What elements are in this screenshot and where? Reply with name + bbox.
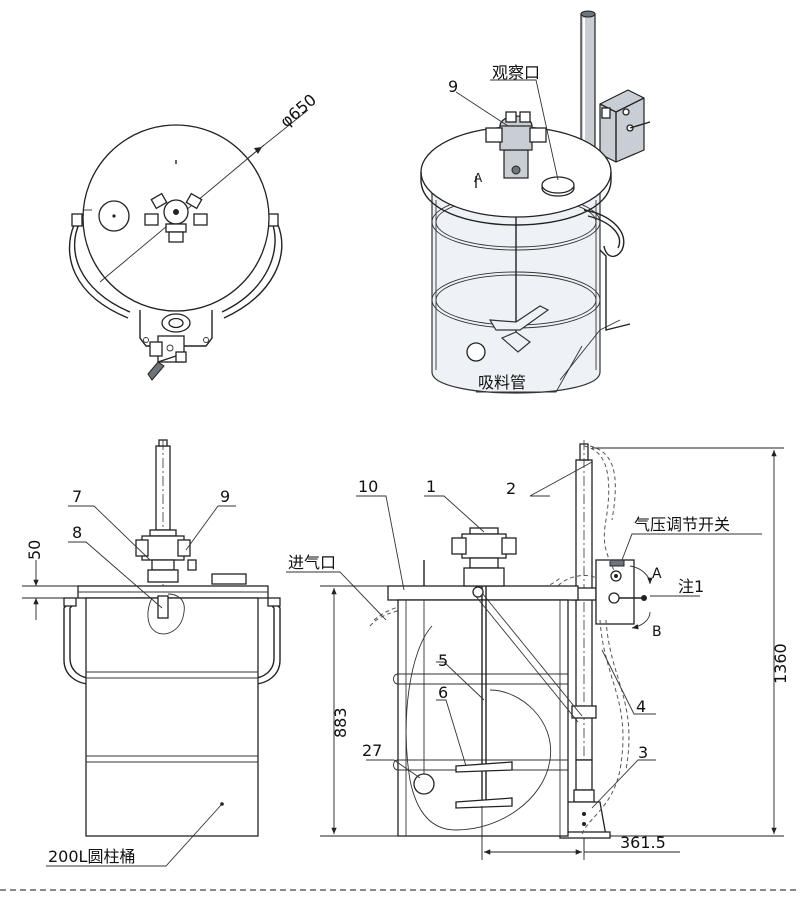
dim-883-label: 883 xyxy=(331,707,350,738)
label-8: 8 xyxy=(72,523,82,542)
side-drum xyxy=(85,597,259,837)
iso-impeller xyxy=(488,305,550,331)
label-4: 4 xyxy=(636,697,646,716)
air-hose xyxy=(583,445,615,573)
label-suction-pipe: 吸料管 xyxy=(478,373,526,392)
dim-50-label: 50 xyxy=(25,540,44,560)
mark-b: B xyxy=(652,624,662,640)
front-motor xyxy=(451,527,517,587)
label-2: 2 xyxy=(506,479,516,498)
upper-impeller xyxy=(455,761,513,773)
iso-control-box xyxy=(599,89,651,163)
label-27: 27 xyxy=(362,741,382,760)
side-motor xyxy=(135,529,197,583)
front-base xyxy=(559,759,611,839)
top-view-column xyxy=(147,313,191,381)
label-10: 10 xyxy=(358,477,378,496)
label-air-inlet: 进气口 xyxy=(288,553,336,572)
label-pressure-switch: 气压调节开关 xyxy=(634,515,730,534)
label-drum: 200L圆柱桶 xyxy=(48,847,135,866)
top-view: φ650 xyxy=(68,90,320,381)
lower-impeller xyxy=(455,797,513,809)
label-3: 3 xyxy=(638,743,648,762)
left-handle-arc xyxy=(73,221,131,313)
label-note-1: 注1 xyxy=(678,577,704,596)
label-5: 5 xyxy=(438,651,448,670)
dim-361-5-label: 361.5 xyxy=(620,833,666,852)
mark-a: A xyxy=(652,566,662,582)
right-handle-arc xyxy=(221,221,276,313)
label-observation-port: 观察口 xyxy=(492,63,540,82)
front-control-box xyxy=(595,559,647,625)
label-6: 6 xyxy=(438,683,448,702)
iso-handle xyxy=(583,209,625,257)
label-9-top: 9 xyxy=(448,77,458,96)
dim-1360-label: 1360 xyxy=(771,643,790,684)
isometric-view: A 9 观察口 吸料管 xyxy=(420,10,651,394)
label-9: 9 xyxy=(220,487,230,506)
iso-motor xyxy=(485,111,547,179)
label-7: 7 xyxy=(72,487,82,506)
front-view: A B xyxy=(286,440,790,860)
side-view: 50 7 9 8 200L圆柱桶 xyxy=(22,439,281,867)
label-1: 1 xyxy=(426,477,436,496)
top-motor xyxy=(144,192,208,243)
diameter-label: φ650 xyxy=(276,90,320,131)
svg-text:A: A xyxy=(474,171,483,185)
float-ball xyxy=(413,773,435,795)
